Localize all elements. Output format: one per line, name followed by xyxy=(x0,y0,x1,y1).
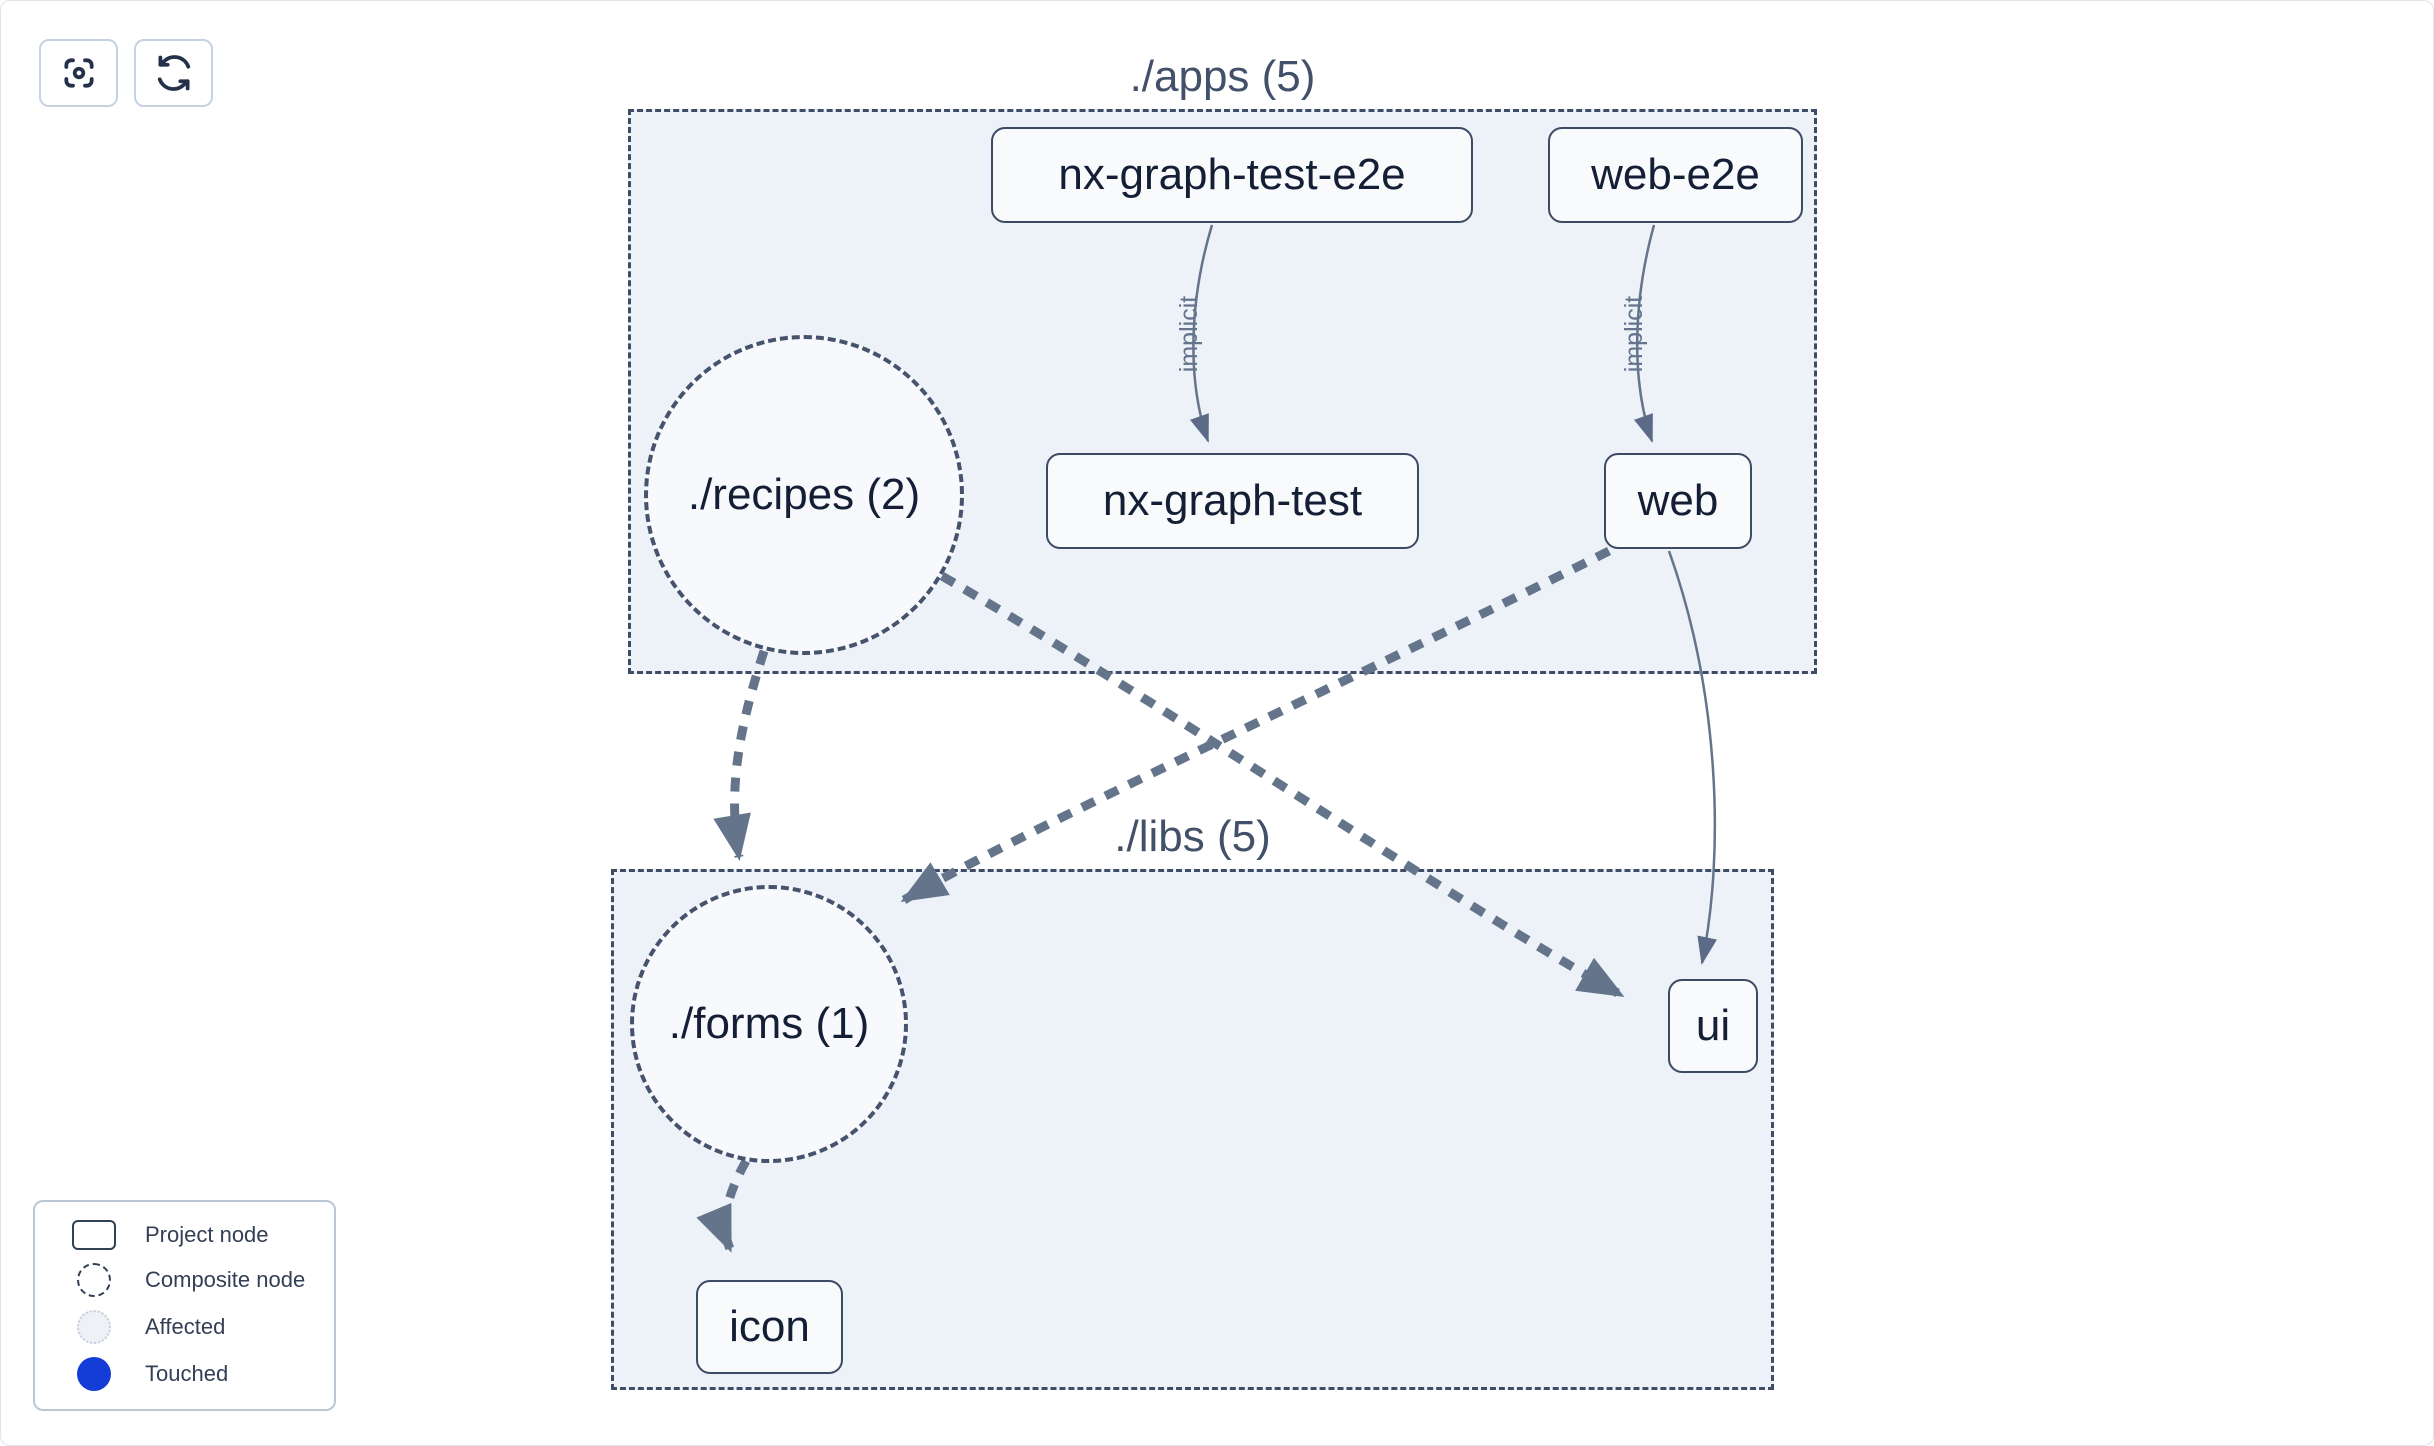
legend-item-composite-node: Composite node xyxy=(35,1263,334,1298)
node-web-e2e[interactable]: web-e2e xyxy=(1548,127,1803,223)
edge-forms-to-icon xyxy=(696,1158,750,1253)
focus-icon xyxy=(63,58,94,88)
edge-label-implicit: implicit xyxy=(1620,296,1648,372)
edge-nx-graph-test-e2e-to-nx-graph-test xyxy=(1189,224,1214,443)
legend-label: Touched xyxy=(145,1360,229,1386)
node-nx-graph-test[interactable]: nx-graph-test xyxy=(1046,453,1419,549)
group-libs-label: ./libs (5) xyxy=(1114,812,1271,861)
affected-symbol xyxy=(77,1309,111,1344)
node-icon[interactable]: icon xyxy=(696,1280,843,1374)
legend-label: Composite node xyxy=(145,1267,306,1293)
refresh-button[interactable] xyxy=(134,39,213,107)
edge-web-e2e-to-web xyxy=(1633,224,1656,443)
legend-label: Project node xyxy=(145,1222,269,1248)
composite-node-forms[interactable]: ./forms (1) xyxy=(630,885,908,1163)
composite-node-symbol xyxy=(77,1263,111,1298)
group-apps-label: ./apps (5) xyxy=(1129,52,1316,101)
edge-web-to-forms xyxy=(900,546,1612,904)
legend-item-affected: Affected xyxy=(35,1309,334,1344)
legend-item-touched: Touched xyxy=(35,1356,334,1391)
node-nx-graph-test-e2e[interactable]: nx-graph-test-e2e xyxy=(991,127,1473,223)
legend-label: Affected xyxy=(145,1313,226,1339)
node-web[interactable]: web xyxy=(1604,453,1752,549)
edge-label-implicit: implicit xyxy=(1175,296,1203,372)
touched-symbol xyxy=(77,1356,111,1391)
node-ui[interactable]: ui xyxy=(1668,979,1758,1073)
edge-recipes-to-forms xyxy=(713,649,769,861)
legend-item-project-node: Project node xyxy=(35,1220,334,1251)
refresh-icon xyxy=(157,55,190,91)
edge-web-to-ui xyxy=(1667,550,1718,965)
edge-recipes-to-ui xyxy=(939,572,1625,999)
focus-button[interactable] xyxy=(39,39,118,107)
graph-toolbar xyxy=(39,39,213,107)
project-node-symbol xyxy=(72,1220,116,1251)
composite-node-recipes[interactable]: ./recipes (2) xyxy=(644,335,964,655)
legend: Project node Composite node Affected Tou… xyxy=(33,1200,336,1411)
